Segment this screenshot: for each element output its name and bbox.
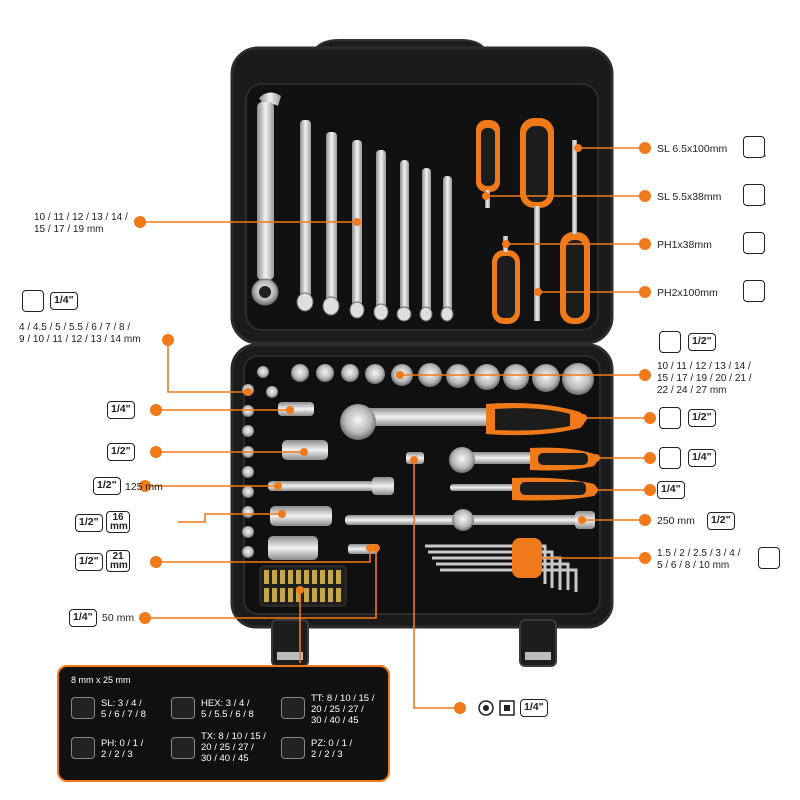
ratchet-half-badge: 1/2" bbox=[688, 409, 716, 427]
half-socket-drive-badge: 1/2" bbox=[688, 333, 716, 351]
half-inch-sockets bbox=[291, 363, 594, 395]
screwdriver-tip-icons bbox=[747, 137, 765, 303]
callout-lines bbox=[140, 147, 650, 709]
spinner-handle bbox=[450, 477, 597, 501]
bits-size-title: 8 mm x 25 mm bbox=[71, 675, 131, 685]
quarter-inch-sockets bbox=[242, 366, 278, 558]
t-bar-badge: 1/2" bbox=[707, 512, 735, 530]
joint-quarter-badge: 1/4" bbox=[107, 401, 135, 419]
phillips-tip-icon bbox=[743, 280, 765, 302]
ratchet-icon bbox=[659, 447, 681, 469]
slotted-tip-icon bbox=[743, 136, 765, 158]
spark-16-size-badge: 16 mm bbox=[106, 511, 130, 533]
wrench-sizes-label: 10 / 11 / 12 / 13 / 14 / 15 / 17 / 19 mm bbox=[34, 212, 128, 235]
ratchet-icon bbox=[659, 407, 681, 429]
extension-50-badge: 1/4" bbox=[69, 609, 97, 627]
spark-21-badge: 1/2" bbox=[75, 553, 103, 571]
slotted-tip-icon bbox=[743, 184, 765, 206]
hex-keys bbox=[425, 544, 578, 592]
extension-125-badge: 1/2" bbox=[93, 477, 121, 495]
phillips-2-label: PH2x100mm bbox=[657, 287, 718, 299]
ratchet-quarter bbox=[449, 447, 597, 473]
hex-key-sizes-label: 1.5 / 2 / 2.5 / 3 / 4 / 5 / 6 / 8 / 10 m… bbox=[657, 548, 741, 571]
spark-plug-socket-16 bbox=[270, 506, 332, 526]
quarter-socket-sizes-label: 4 / 4.5 / 5 / 5.5 / 6 / 7 / 8 / 9 / 10 /… bbox=[19, 322, 141, 345]
torx-tamper-bits-label: TT: 8 / 10 / 15 / 20 / 25 / 27 / 30 / 40… bbox=[311, 693, 375, 726]
quarter-socket-drive-badge: 1/4" bbox=[50, 292, 78, 310]
pozidriv-bits-label: PZ: 0 / 1 / 2 / 2 / 3 bbox=[311, 738, 353, 760]
spinner-badge: 1/4" bbox=[657, 481, 685, 499]
t-bar-length-label: 250 mm bbox=[657, 515, 695, 527]
screwdrivers bbox=[476, 118, 590, 324]
extension-125 bbox=[268, 481, 388, 491]
bit-holder bbox=[259, 565, 347, 607]
combination-wrenches bbox=[251, 92, 454, 322]
socket-icon bbox=[22, 290, 44, 312]
half-socket-sizes-label: 10 / 11 / 12 / 13 / 14 / 15 / 17 / 19 / … bbox=[657, 361, 752, 396]
universal-joint-quarter bbox=[278, 402, 314, 416]
torx-bits-label: TX: 8 / 10 / 15 / 20 / 25 / 27 / 30 / 40… bbox=[201, 731, 266, 764]
spark-plug-socket-21 bbox=[268, 536, 318, 560]
hex-key-icon bbox=[758, 547, 780, 569]
hex-bit-icon bbox=[171, 697, 195, 719]
callout-dots bbox=[134, 142, 656, 714]
ratchet-half bbox=[340, 403, 585, 440]
adapter-glyph bbox=[478, 700, 515, 716]
slotted-65-label: SL 6.5x100mm bbox=[657, 143, 728, 155]
extension-50-label: 50 mm bbox=[102, 612, 135, 624]
hex-bits-label: HEX: 3 / 4 / 5 / 5.5 / 6 / 8 bbox=[201, 698, 254, 720]
socket-icon bbox=[659, 331, 681, 353]
torx-tamper-bit-icon bbox=[281, 697, 305, 719]
joint-half-badge: 1/2" bbox=[107, 443, 135, 461]
phillips-bits-label: PH: 0 / 1 / 2 / 2 / 3 bbox=[101, 738, 144, 760]
adapter-badge: 1/4" bbox=[520, 699, 548, 717]
extension-125-label: 125 mm bbox=[125, 481, 163, 493]
phillips-1-label: PH1x38mm bbox=[657, 239, 712, 251]
pozidriv-bit-icon bbox=[281, 737, 305, 759]
spark-21-size-badge: 21 mm bbox=[106, 550, 130, 572]
bits-legend: 8 mm x 25 mm SL: 3 / 4 / 5 / 6 / 7 / 8 H… bbox=[57, 665, 390, 782]
slotted-bits-label: SL: 3 / 4 / 5 / 6 / 7 / 8 bbox=[101, 698, 146, 720]
slotted-55-label: SL 5.5x38mm bbox=[657, 191, 722, 203]
torx-bit-icon bbox=[171, 737, 195, 759]
spark-16-badge: 1/2" bbox=[75, 514, 103, 532]
ratchet-quarter-badge: 1/4" bbox=[688, 449, 716, 467]
slotted-bit-icon bbox=[71, 697, 95, 719]
phillips-bit-icon bbox=[71, 737, 95, 759]
phillips-tip-icon bbox=[743, 232, 765, 254]
